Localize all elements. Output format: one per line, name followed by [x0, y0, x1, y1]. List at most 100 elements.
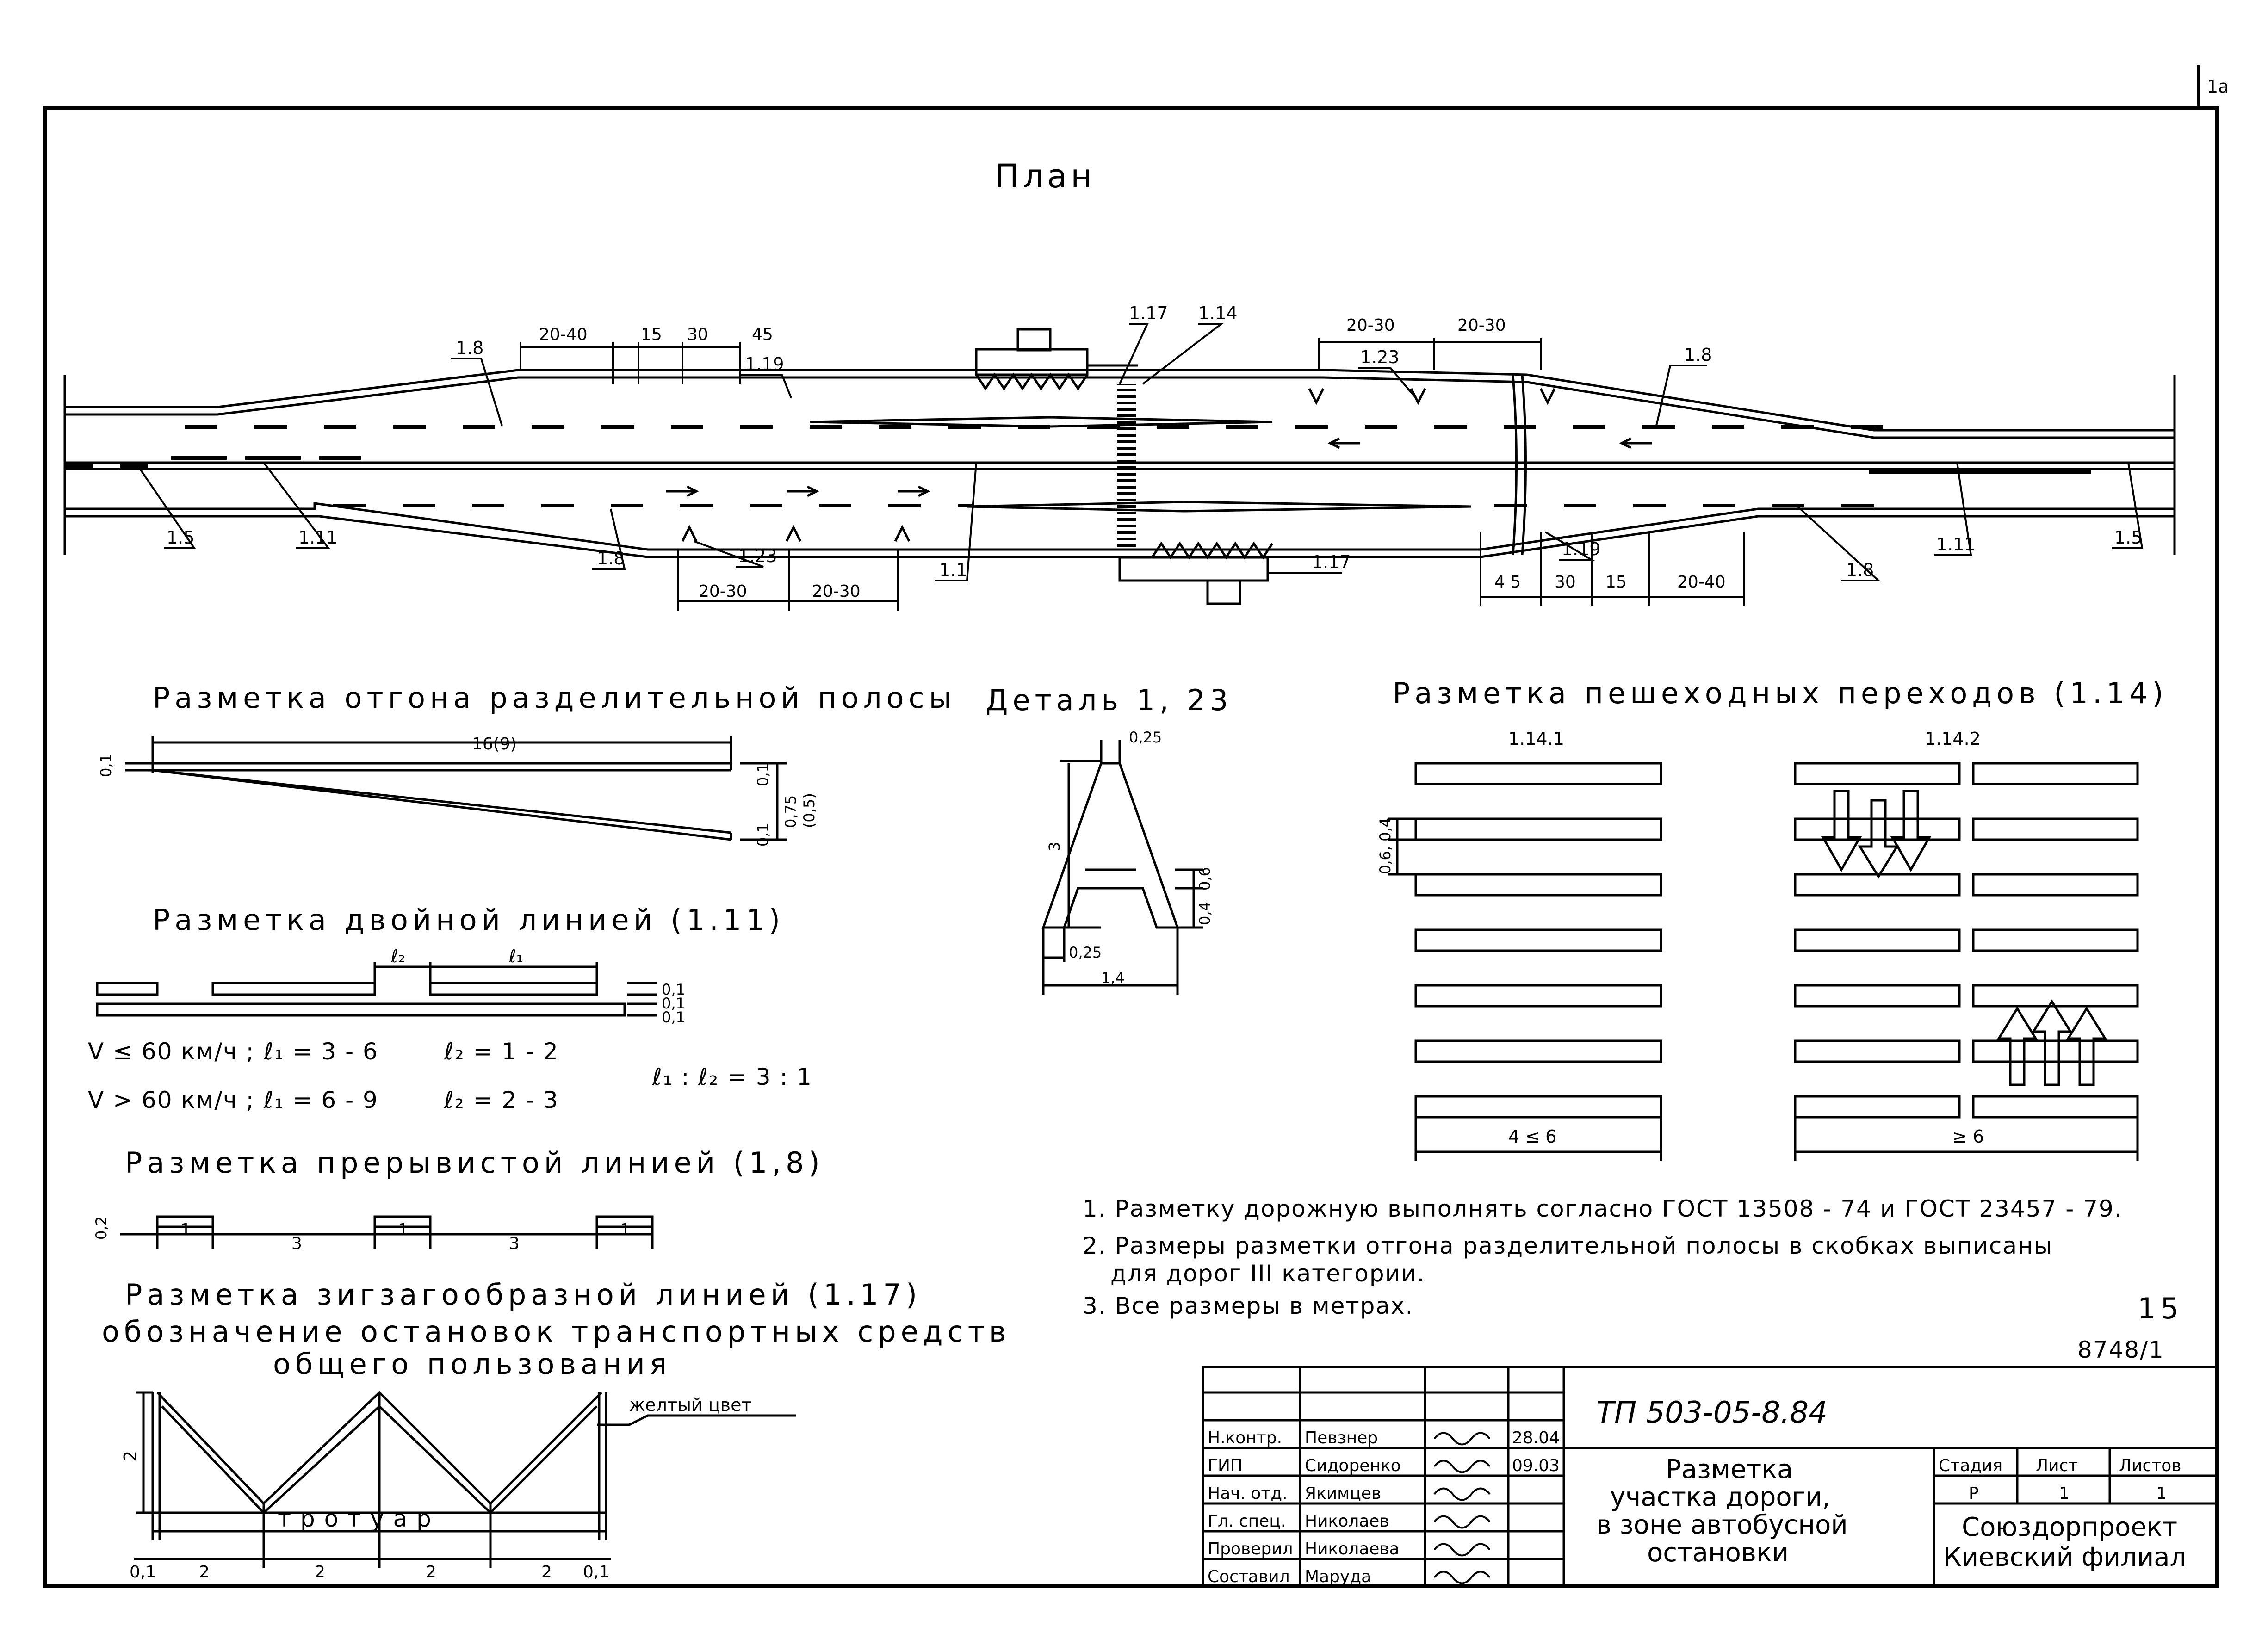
note-1: 1. Разметку дорожную выполнять согласно …: [1083, 1195, 2123, 1222]
crossing-right-width: ≥ 6: [1952, 1126, 1984, 1147]
note-2b: для дорог III категории.: [1110, 1260, 1425, 1287]
double-l2: ℓ₂: [390, 946, 405, 966]
plan-dim-top-3: 30: [687, 325, 708, 344]
dashed-width: 0,2: [93, 1216, 110, 1240]
double-l1: ℓ₁: [508, 946, 523, 966]
stamp-title-3: в зоне автобусной: [1596, 1510, 1848, 1540]
detail-top: 0,25: [1129, 729, 1162, 746]
double-title: Разметка двойной линией (1.11): [153, 903, 785, 937]
sheet-number: 15: [2138, 1292, 2183, 1325]
plan-dim-top-5: 20-30: [1346, 316, 1395, 335]
callout-1.19-t: 1.19: [745, 354, 784, 374]
crossing-right-label: 1.14.2: [1925, 729, 1981, 749]
callout-1.1-b: 1.1: [939, 560, 967, 580]
title-block-grid: [1202, 1366, 2218, 1587]
plan-arrows: [666, 437, 1652, 497]
note-2: 2. Размеры разметки отгона разделительно…: [1083, 1232, 2053, 1259]
plan-dim-bot-5: 15: [1605, 573, 1627, 592]
plan-title: План: [995, 157, 1096, 195]
callout-1.8-br: 1.8: [1846, 560, 1874, 580]
stamp-val-sheets: 1: [2156, 1484, 2167, 1503]
callout-1.8-tr: 1.8: [1684, 345, 1712, 365]
detail-title: Деталь 1, 23: [985, 683, 1233, 717]
otgon-length: 16(9): [472, 735, 517, 754]
dashed-dim-5: 1: [620, 1220, 631, 1239]
plan-dim-bot-2: 20-30: [812, 582, 861, 601]
otgon-left-width: 0,1: [97, 754, 115, 777]
detail-figure: [1041, 740, 1203, 995]
plan-dims-top: [520, 338, 1542, 384]
stamp-title-4: остановки: [1647, 1538, 1789, 1568]
detail-width: 1,4: [1101, 969, 1125, 987]
dashed-dim-2: 3: [291, 1234, 302, 1253]
bus-stop-bottom: [1118, 541, 1274, 605]
stamp-col-sheets: Листов: [2119, 1456, 2181, 1475]
crossing-left-figure: [1388, 762, 1662, 1161]
stamp-role-6: Составил: [1208, 1567, 1290, 1586]
dashed-dim-3: 1: [398, 1220, 409, 1239]
otgon-right-width-1: 0,1: [754, 763, 772, 786]
double-speed-1: V ≤ 60 км/ч ;: [88, 1038, 254, 1065]
callout-1.23-t: 1.23: [1360, 347, 1400, 367]
zigzag-figure: [134, 1391, 796, 1568]
stamp-date-2: 09.03: [1512, 1456, 1560, 1475]
double-l2-range-1: ℓ₂ = 1 - 2: [444, 1038, 559, 1065]
stamp-name-5: Николаева: [1305, 1540, 1400, 1559]
plan-dim-bot-1: 20-30: [699, 582, 747, 601]
callout-1.17-b: 1.17: [1312, 552, 1351, 572]
dashed-figure: [120, 1215, 654, 1249]
stamp-name-4: Николаев: [1305, 1512, 1389, 1531]
stamp-doc-code: ТП 503-05-8.84: [1596, 1396, 1828, 1430]
callout-1.8-bl: 1.8: [597, 548, 625, 569]
zigzag-title-1: Разметка зигзагообразной линией (1.17): [125, 1278, 922, 1311]
inventory-number: 8748/1: [2077, 1336, 2164, 1363]
stamp-name-6: Маруда: [1305, 1567, 1371, 1586]
plan-crossing: [1117, 384, 1136, 550]
plan-dashes: [65, 425, 2091, 507]
stamp-val-sheet: 1: [2059, 1484, 2070, 1503]
sheet-mark: 1a: [2207, 76, 2229, 97]
plan-dim-bot-4: 30: [1555, 573, 1576, 592]
stamp-signatures: [1433, 1432, 1491, 1584]
callout-1.19-b: 1.19: [1562, 539, 1601, 559]
callout-1.5-br: 1.5: [2114, 527, 2142, 548]
stamp-role-1: Н.контр.: [1208, 1429, 1282, 1447]
plan-dim-top-6: 20-30: [1457, 316, 1506, 335]
stamp-col-sheet: Лист: [2036, 1456, 2078, 1475]
crossing-stripe-dim: 0,6, 0,4: [1376, 818, 1394, 874]
bus-stop-top: [975, 328, 1138, 391]
zigzag-dim-1: 0,1: [130, 1563, 156, 1582]
plan-leaders: [138, 323, 2144, 581]
otgon-title: Разметка отгона разделительной полосы: [153, 681, 956, 715]
stamp-title-2: участка дороги,: [1610, 1482, 1830, 1512]
zigzag-dim-6: 0,1: [583, 1563, 609, 1582]
callout-1.11-bl: 1.11: [298, 527, 338, 548]
double-w3: 0,1: [662, 1008, 685, 1026]
zigzag-title-2: обозначение остановок транспортных средс…: [102, 1315, 1010, 1348]
plan-dim-top-4: 45: [752, 325, 773, 344]
detail-bar-off: 0,4: [1196, 902, 1214, 925]
double-l1-range-1: ℓ₁ = 3 - 6: [263, 1038, 378, 1065]
crossing-left-width: 4 ≤ 6: [1508, 1126, 1556, 1147]
double-l1-range-2: ℓ₁ = 6 - 9: [263, 1087, 378, 1113]
double-speed-2: V > 60 км/ч ;: [88, 1087, 254, 1113]
crossing-title: Разметка пешеходных переходов (1.14): [1393, 676, 2168, 710]
callout-1.11-br: 1.11: [1936, 534, 1976, 555]
zigzag-dim-4: 2: [426, 1563, 436, 1582]
plan-dim-top-1: 20-40: [539, 325, 588, 344]
callout-1.14-t: 1.14: [1198, 303, 1238, 323]
stamp-org-2: Киевский филиал: [1943, 1542, 2186, 1572]
detail-bottom: 0,25: [1069, 944, 1102, 961]
crossing-arrows: [1821, 790, 2107, 1086]
stamp-org-1: Союздорпроект: [1962, 1512, 2177, 1542]
stamp-name-2: Сидоренко: [1305, 1456, 1401, 1475]
plan-dim-bot-3: 4 5: [1494, 573, 1521, 592]
stamp-name-1: Певзнер: [1305, 1429, 1378, 1447]
detail-height: 3: [1046, 842, 1063, 851]
otgon-right-width-2: 0,1: [754, 823, 772, 847]
zigzag-dim-5: 2: [541, 1563, 552, 1582]
callout-1.5-bl: 1.5: [167, 527, 194, 548]
callout-1.8-tl: 1.8: [456, 338, 483, 358]
zigzag-height: 2: [120, 1451, 141, 1462]
otgon-figure: [125, 736, 787, 841]
